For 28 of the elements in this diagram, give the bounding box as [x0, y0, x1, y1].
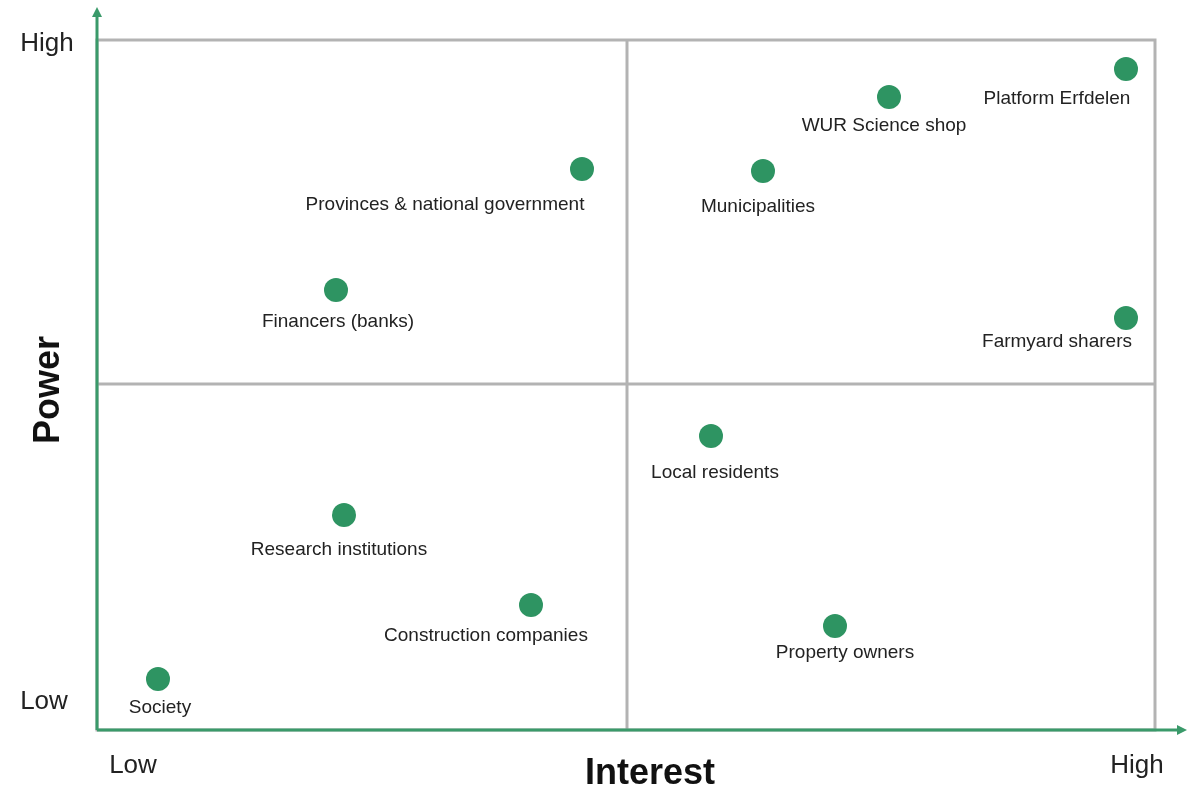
axis-tick-label: Low: [20, 684, 68, 716]
data-point: [877, 85, 901, 109]
data-point: [699, 424, 723, 448]
point-label: Platform Erfdelen: [983, 87, 1131, 109]
data-point: [332, 503, 356, 527]
point-label: Local residents: [651, 461, 779, 483]
axis-title: Power: [26, 336, 68, 444]
point-label: Property owners: [775, 641, 915, 663]
axis-tick-label: High: [20, 26, 74, 58]
data-point: [823, 614, 847, 638]
point-label: Society: [128, 696, 192, 718]
point-label: Research institutions: [250, 538, 428, 560]
data-point: [1114, 57, 1138, 81]
axis-tick-label: High: [1110, 748, 1164, 780]
point-label: Provinces & national government: [305, 193, 585, 215]
axis-title: Interest: [585, 751, 715, 791]
data-point: [324, 278, 348, 302]
point-label: Farmyard sharers: [982, 330, 1132, 352]
axis-tick-label: Low: [109, 748, 157, 780]
data-point: [519, 593, 543, 617]
point-label: Construction companies: [384, 624, 588, 646]
data-point: [570, 157, 594, 181]
data-point: [1114, 306, 1138, 330]
data-point: [146, 667, 170, 691]
point-label: WUR Science shop: [801, 114, 967, 136]
point-label: Municipalities: [701, 195, 815, 217]
data-point: [751, 159, 775, 183]
point-label: Financers (banks): [261, 310, 415, 332]
